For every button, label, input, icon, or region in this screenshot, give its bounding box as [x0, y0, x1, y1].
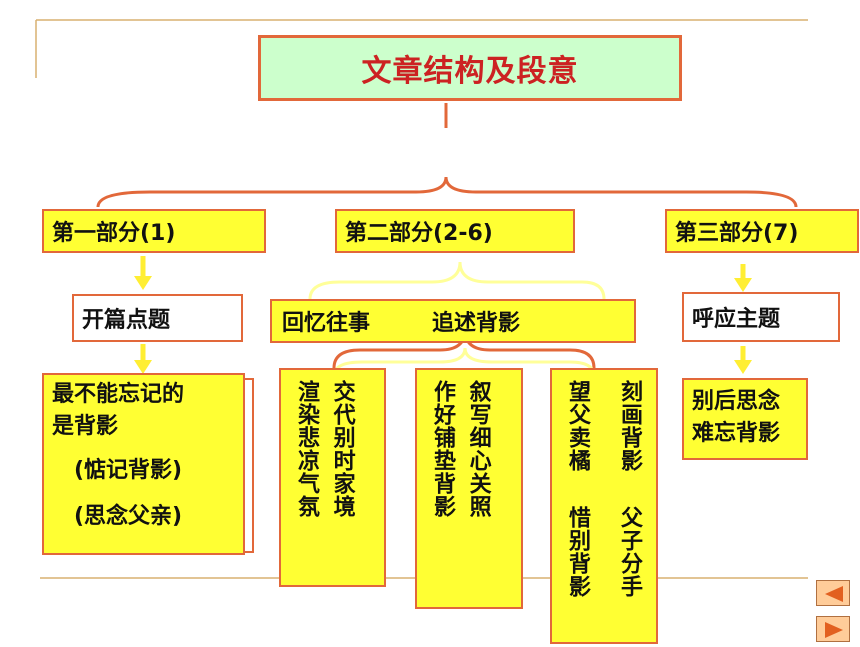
part-2-detail-text: 望父卖橘 [565, 380, 590, 472]
part-1-topic: 开篇点题 [72, 294, 243, 342]
part2-brace [308, 261, 606, 300]
part-2-topic-a: 回忆往事 [282, 311, 371, 336]
part-2-topic: 回忆往事 追述背影 [270, 299, 636, 343]
part-3-detail-line: 难忘背影 [692, 421, 781, 446]
detail-brace-yellow [332, 347, 596, 377]
page-title: 文章结构及段意 [258, 35, 682, 101]
next-slide-button[interactable] [816, 616, 850, 642]
part-1-header: 第一部分(1) [42, 209, 266, 253]
arrow-part3-detail [734, 346, 752, 374]
part-2-header: 第二部分(2-6) [335, 209, 575, 253]
part-1-detail-note: (思念父亲) [74, 504, 183, 529]
part-1-detail: 最不能忘记的 是背影 (惦记背影) (思念父亲) [42, 373, 245, 555]
main-brace [96, 176, 798, 208]
part-3-topic: 呼应主题 [682, 292, 840, 342]
arrow-part1-detail [134, 344, 152, 374]
arrow-part3-topic [734, 264, 752, 292]
part-2-detail-col-2: 作好铺垫背影 叙写细心关照 [415, 368, 523, 609]
part-2-detail-text: 交代别时家境 [329, 380, 355, 518]
part-1-detail-line: 是背影 [52, 414, 119, 439]
prev-slide-button[interactable] [816, 580, 850, 606]
part-3-detail: 别后思念 难忘背影 [682, 378, 808, 460]
part-2-detail-col-1: 渲染悲凉气氛 交代别时家境 [279, 368, 386, 587]
triangle-right-icon [825, 622, 843, 638]
part-1-detail-line: 最不能忘记的 [52, 382, 185, 407]
part-1-detail-note: (惦记背影) [74, 458, 183, 483]
triangle-left-icon [825, 586, 843, 602]
part-2-detail-text: 父子分手 [617, 506, 642, 598]
part-2-detail-text: 刻画背影 [617, 380, 642, 472]
part-2-detail-text: 叙写细心关照 [465, 380, 491, 518]
part-2-detail-text: 作好铺垫背影 [430, 380, 455, 518]
part-2-topic-b: 追述背影 [432, 311, 521, 336]
part-3-header: 第三部分(7) [665, 209, 859, 253]
part-3-detail-line: 别后思念 [692, 389, 781, 414]
part-2-detail-text: 惜别背影 [565, 506, 590, 598]
arrow-part1-topic [134, 256, 152, 290]
part-2-detail-col-3: 刻画背影 父子分手 望父卖橘 惜别背影 [550, 368, 658, 644]
part-2-detail-text: 渲染悲凉气氛 [294, 380, 319, 518]
